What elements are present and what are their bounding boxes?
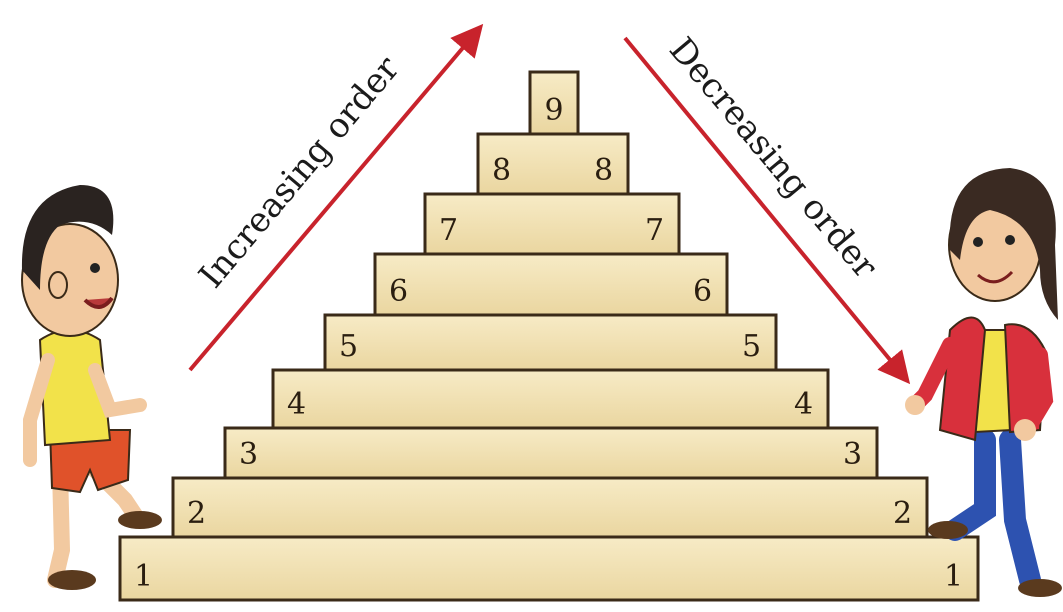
step-8-left-number: 8 [492, 153, 511, 188]
step-5-right-number: 5 [742, 329, 761, 364]
decreasing-order-label: Decreasing order [661, 30, 885, 287]
step-4-right-number: 4 [794, 387, 813, 422]
step-2 [173, 478, 927, 537]
step-5 [325, 315, 776, 370]
step-2-left-number: 2 [187, 496, 206, 531]
step-6-left-number: 6 [389, 274, 408, 309]
step-6 [375, 254, 727, 315]
step-5-left-number: 5 [339, 329, 358, 364]
step-7-left-number: 7 [439, 213, 458, 248]
step-1-left-number: 1 [134, 559, 153, 594]
step-8-right-number: 8 [594, 153, 613, 188]
step-1 [120, 537, 978, 600]
step-7-right-number: 7 [645, 213, 664, 248]
step-4-left-number: 4 [287, 387, 306, 422]
girl-figure [905, 168, 1062, 597]
step-2-right-number: 2 [893, 496, 912, 531]
boy-figure [22, 185, 162, 590]
step-4 [273, 370, 828, 428]
step-7 [425, 194, 679, 254]
step-9-number: 9 [544, 93, 563, 128]
step-6-right-number: 6 [693, 274, 712, 309]
step-3 [225, 428, 877, 478]
step-1-right-number: 1 [944, 559, 963, 594]
step-3-right-number: 3 [843, 437, 862, 472]
step-3-left-number: 3 [239, 437, 258, 472]
